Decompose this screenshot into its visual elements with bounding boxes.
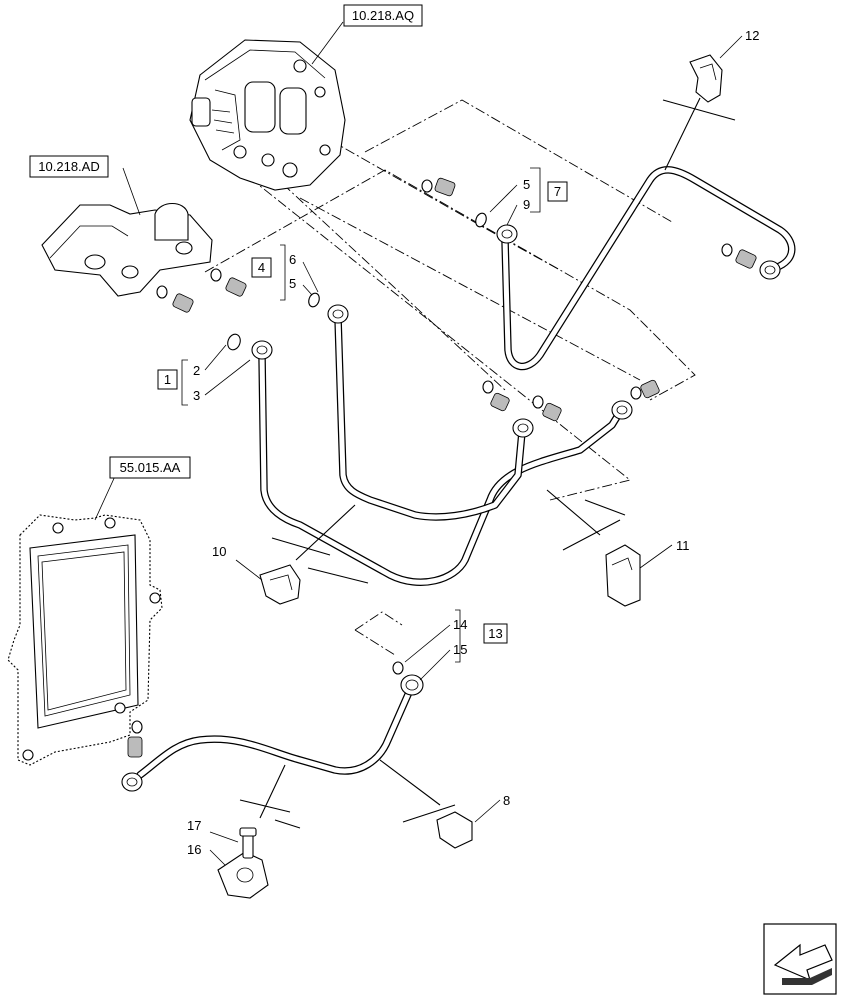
high-pressure-pump[interactable] bbox=[189, 39, 346, 191]
callout-10[interactable]: 10 bbox=[212, 544, 226, 559]
callout-8[interactable]: 8 bbox=[503, 793, 510, 808]
ref-box-ecu[interactable]: 55.015.AA bbox=[109, 456, 191, 479]
svg-text:1: 1 bbox=[164, 372, 171, 387]
callout-box-7[interactable]: 7 bbox=[547, 181, 568, 202]
navigation-arrow-icon[interactable] bbox=[763, 923, 837, 995]
pipe-nuts[interactable] bbox=[121, 224, 781, 792]
callout-5a[interactable]: 5 bbox=[289, 276, 296, 291]
ref-label-pump: 10.218.AQ bbox=[352, 8, 414, 23]
svg-text:13: 13 bbox=[488, 626, 502, 641]
callout-box-1[interactable]: 1 bbox=[157, 369, 178, 390]
callout-6[interactable]: 6 bbox=[289, 252, 296, 267]
ecu-housing[interactable] bbox=[7, 514, 163, 766]
callout-15[interactable]: 15 bbox=[453, 642, 467, 657]
svg-text:4: 4 bbox=[258, 260, 265, 275]
callout-box-4[interactable]: 4 bbox=[251, 257, 272, 278]
fuel-pipes[interactable] bbox=[136, 166, 796, 779]
o-rings[interactable] bbox=[131, 212, 642, 734]
ref-label-ecu: 55.015.AA bbox=[120, 460, 181, 475]
pipe-clips[interactable] bbox=[217, 54, 723, 899]
ref-box-pump[interactable]: 10.218.AQ bbox=[343, 4, 423, 27]
svg-text:7: 7 bbox=[554, 184, 561, 199]
callout-numbers: 2 3 6 5 5 9 12 10 11 14 15 8 17 16 bbox=[187, 28, 759, 857]
cut-marks bbox=[239, 97, 736, 829]
pump-fittings[interactable] bbox=[156, 177, 757, 313]
callout-11[interactable]: 11 bbox=[676, 538, 690, 553]
callout-14[interactable]: 14 bbox=[453, 617, 467, 632]
callout-12[interactable]: 12 bbox=[745, 28, 759, 43]
fuel-manifold-block[interactable] bbox=[41, 202, 213, 297]
callout-box-13[interactable]: 13 bbox=[483, 623, 508, 644]
callout-2[interactable]: 2 bbox=[193, 363, 200, 378]
leader-lines bbox=[94, 21, 743, 866]
callout-16[interactable]: 16 bbox=[187, 842, 201, 857]
ref-box-manifold[interactable]: 10.218.AD bbox=[29, 155, 109, 178]
callout-brackets bbox=[181, 167, 541, 663]
callout-9[interactable]: 9 bbox=[523, 197, 530, 212]
ref-label-manifold: 10.218.AD bbox=[38, 159, 99, 174]
callout-5b[interactable]: 5 bbox=[523, 177, 530, 192]
callout-3[interactable]: 3 bbox=[193, 388, 200, 403]
callout-17[interactable]: 17 bbox=[187, 818, 201, 833]
